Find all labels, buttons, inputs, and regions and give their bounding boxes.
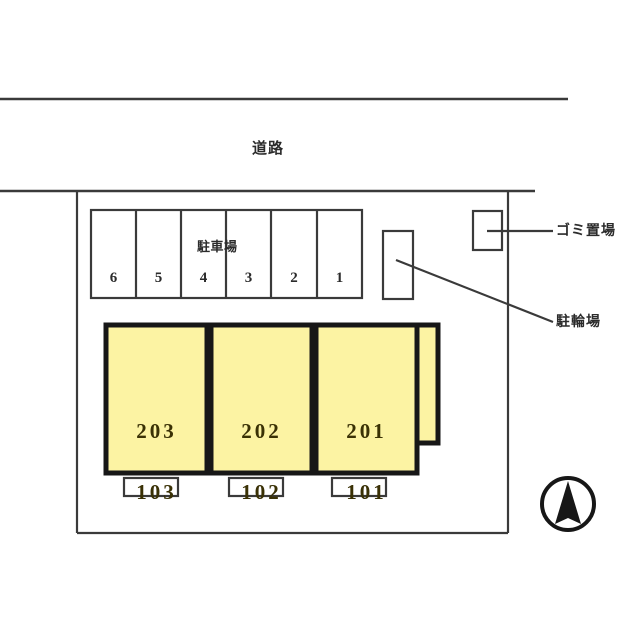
parking-stall-6: 6 <box>109 270 118 286</box>
parking-stall-4: 4 <box>199 270 208 286</box>
north-arrow-icon <box>540 476 596 532</box>
unit-lower-103: 103 <box>136 480 177 505</box>
road-label: 道路 <box>252 139 285 157</box>
unit-upper-202: 202 <box>241 419 282 444</box>
unit-203-103-label: 203 103 <box>106 386 207 508</box>
unit-lower-102: 102 <box>241 480 282 505</box>
unit-upper-201: 201 <box>346 419 387 444</box>
apartment-building <box>103 322 441 498</box>
trash-area-shape <box>471 209 553 252</box>
parking-stall-5: 5 <box>154 270 163 286</box>
unit-lower-101: 101 <box>346 480 387 505</box>
trash-area-label: ゴミ置場 <box>556 223 616 239</box>
bicycle-parking-shape <box>381 229 554 324</box>
parking-lot-stalls <box>89 208 364 300</box>
unit-upper-203: 203 <box>136 419 177 444</box>
unit-202-102-label: 202 102 <box>211 386 312 508</box>
parking-stall-1: 1 <box>335 270 344 286</box>
parking-stall-3: 3 <box>244 270 253 286</box>
road-band <box>0 97 568 193</box>
parking-stall-2: 2 <box>290 270 298 286</box>
parking-lot-label: 駐車場 <box>197 240 238 255</box>
site-boundary <box>75 191 510 535</box>
bicycle-parking-label: 駐輪場 <box>556 314 601 330</box>
unit-201-101-label: 201 101 <box>316 386 417 508</box>
